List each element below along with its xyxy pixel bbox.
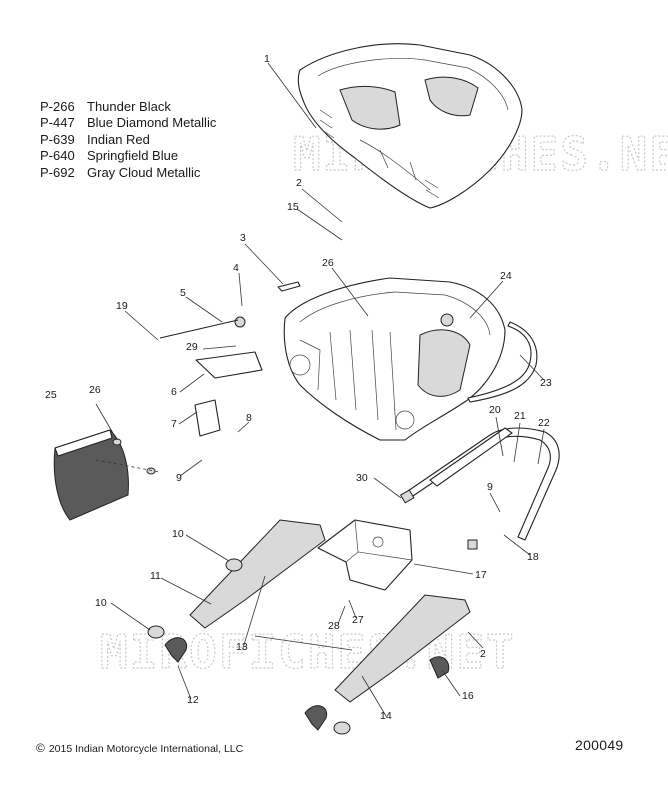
callout-12: 12 <box>187 694 199 706</box>
callout-15: 15 <box>287 201 299 213</box>
callout-2: 2 <box>296 177 302 189</box>
paint-name: Thunder Black <box>87 99 171 114</box>
callout-4: 4 <box>233 262 239 274</box>
callout-9: 9 <box>176 472 182 484</box>
callout-18: 18 <box>527 551 539 563</box>
legend-item: P-447 Blue Diamond Metallic <box>40 115 216 131</box>
diagram-id: 200049 <box>575 737 624 753</box>
callout-19: 19 <box>116 300 128 312</box>
trunk-guard-rail-part <box>467 321 538 403</box>
callout-6: 6 <box>171 386 177 398</box>
copyright-text: 2015 Indian Motorcycle International, LL… <box>48 743 244 755</box>
callout-30: 30 <box>356 472 368 484</box>
paint-code: P-639 <box>40 131 75 147</box>
paint-name: Springfield Blue <box>87 148 179 164</box>
legend-item: P-639 Indian Red <box>40 132 216 148</box>
callout-8: 8 <box>246 412 252 424</box>
callout-5: 5 <box>180 287 186 299</box>
callout-24: 24 <box>500 270 512 282</box>
callout-10-lower: 10 <box>95 597 107 609</box>
luggage-rack-part <box>399 427 560 550</box>
copyright-notice: ©2015 Indian Motorcycle International, L… <box>36 741 243 755</box>
paint-name: Blue Diamond Metallic <box>87 115 217 131</box>
trunk-lid-part <box>297 43 523 209</box>
hardware-small-parts <box>112 281 450 735</box>
callout-25: 25 <box>45 389 57 401</box>
callout-21: 21 <box>514 410 526 422</box>
callout-3: 3 <box>240 232 246 244</box>
legend-item: P-692 Gray Cloud Metallic <box>40 165 216 181</box>
callout-10: 10 <box>172 528 184 540</box>
copyright-icon: © <box>36 741 45 755</box>
callout-28: 28 <box>328 620 340 632</box>
callout-23: 23 <box>540 377 552 389</box>
trunk-base-part <box>283 277 506 441</box>
callout-17: 17 <box>475 569 487 581</box>
callout-2-lower: 2 <box>480 648 486 660</box>
callout-7: 7 <box>171 418 177 430</box>
backrest-pad-top <box>54 429 113 457</box>
callout-26-lower: 26 <box>89 384 101 396</box>
leader-lines <box>95 62 545 717</box>
callout-20: 20 <box>489 404 501 416</box>
callout-1: 1 <box>264 53 270 65</box>
paint-code: P-447 <box>40 115 75 131</box>
callout-16: 16 <box>462 690 474 702</box>
right-support-bracket-part <box>334 594 471 703</box>
left-support-bracket-part <box>189 519 326 629</box>
paint-name: Gray Cloud Metallic <box>87 164 201 180</box>
part-callouts: 1 2 15 3 26 24 4 5 19 29 6 23 7 8 20 21 … <box>45 53 552 722</box>
callout-22: 22 <box>538 417 550 429</box>
legend-item: P-640 Springfield Blue <box>40 148 216 164</box>
mounting-plate-part <box>317 519 413 591</box>
callout-29: 29 <box>186 341 198 353</box>
callout-27: 27 <box>352 614 364 626</box>
paint-code: P-266 <box>40 99 75 114</box>
paint-code-legend: P-266 Thunder Black P-447 Blue Diamond Met… <box>40 99 216 181</box>
callout-11: 11 <box>150 570 161 582</box>
callout-13: 13 <box>236 641 248 653</box>
paint-code: P-640 <box>40 148 75 164</box>
callout-9-rack: 9 <box>487 481 493 493</box>
paint-name: Indian Red <box>87 131 150 147</box>
callout-14: 14 <box>380 710 392 722</box>
paint-code: P-692 <box>40 164 75 180</box>
legend-item: P-266 Thunder Black <box>40 99 216 115</box>
callout-26: 26 <box>322 257 334 269</box>
